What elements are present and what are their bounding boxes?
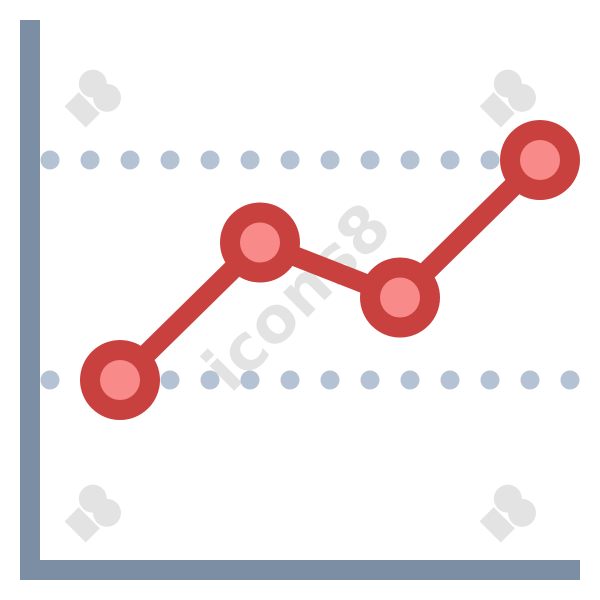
watermark-logo-icon (64, 484, 121, 543)
grid-dot (480, 150, 500, 170)
watermark-logo-shape (64, 507, 100, 543)
grid-dot (200, 150, 220, 170)
watermark-logo-icon (479, 484, 536, 543)
grid-dot (40, 150, 60, 170)
grid-dot (200, 370, 220, 390)
marker-layer (80, 120, 580, 420)
grid-dot (400, 150, 420, 170)
data-point (360, 257, 440, 338)
grid-dot (240, 370, 260, 390)
series-line (110, 150, 550, 390)
grid-dot (480, 370, 500, 390)
grid-dot (280, 150, 300, 170)
grid-dot (400, 370, 420, 390)
data-point-inner (380, 277, 420, 318)
watermark-logo-shape (479, 92, 515, 128)
data-point (80, 340, 160, 420)
x-axis (20, 560, 580, 580)
watermark-logo-shape (92, 83, 121, 112)
watermark-layer: icons8 (64, 69, 536, 543)
grid-dot (80, 150, 100, 170)
grid-dot (280, 370, 300, 390)
watermark-logo-shape (92, 498, 121, 527)
data-point-inner (520, 140, 560, 180)
grid-dot (40, 370, 60, 390)
grid-dot (360, 370, 380, 390)
series-layer (110, 150, 550, 390)
grid-dot (360, 150, 380, 170)
watermark-logo-shape (479, 507, 515, 543)
grid-dot (520, 370, 540, 390)
grid-dot (240, 150, 260, 170)
grid-dot (320, 150, 340, 170)
data-point-inner (100, 360, 140, 400)
watermark-logo-shape (64, 92, 100, 128)
watermark-logo-icon (479, 69, 536, 128)
grid-dot (160, 370, 180, 390)
data-point-inner (240, 222, 280, 263)
watermark-logo-icon (64, 69, 121, 128)
axis-layer (20, 20, 580, 580)
grid-dot (440, 370, 460, 390)
data-point (500, 120, 580, 200)
grid-dot (560, 370, 580, 390)
grid-dot (320, 370, 340, 390)
grid-dot (120, 150, 140, 170)
grid-dot (160, 150, 180, 170)
grid-dot (440, 150, 460, 170)
watermark-logo-shape (507, 498, 536, 527)
data-point (220, 202, 300, 283)
y-axis (20, 20, 40, 580)
watermark-logo-shape (507, 83, 536, 112)
